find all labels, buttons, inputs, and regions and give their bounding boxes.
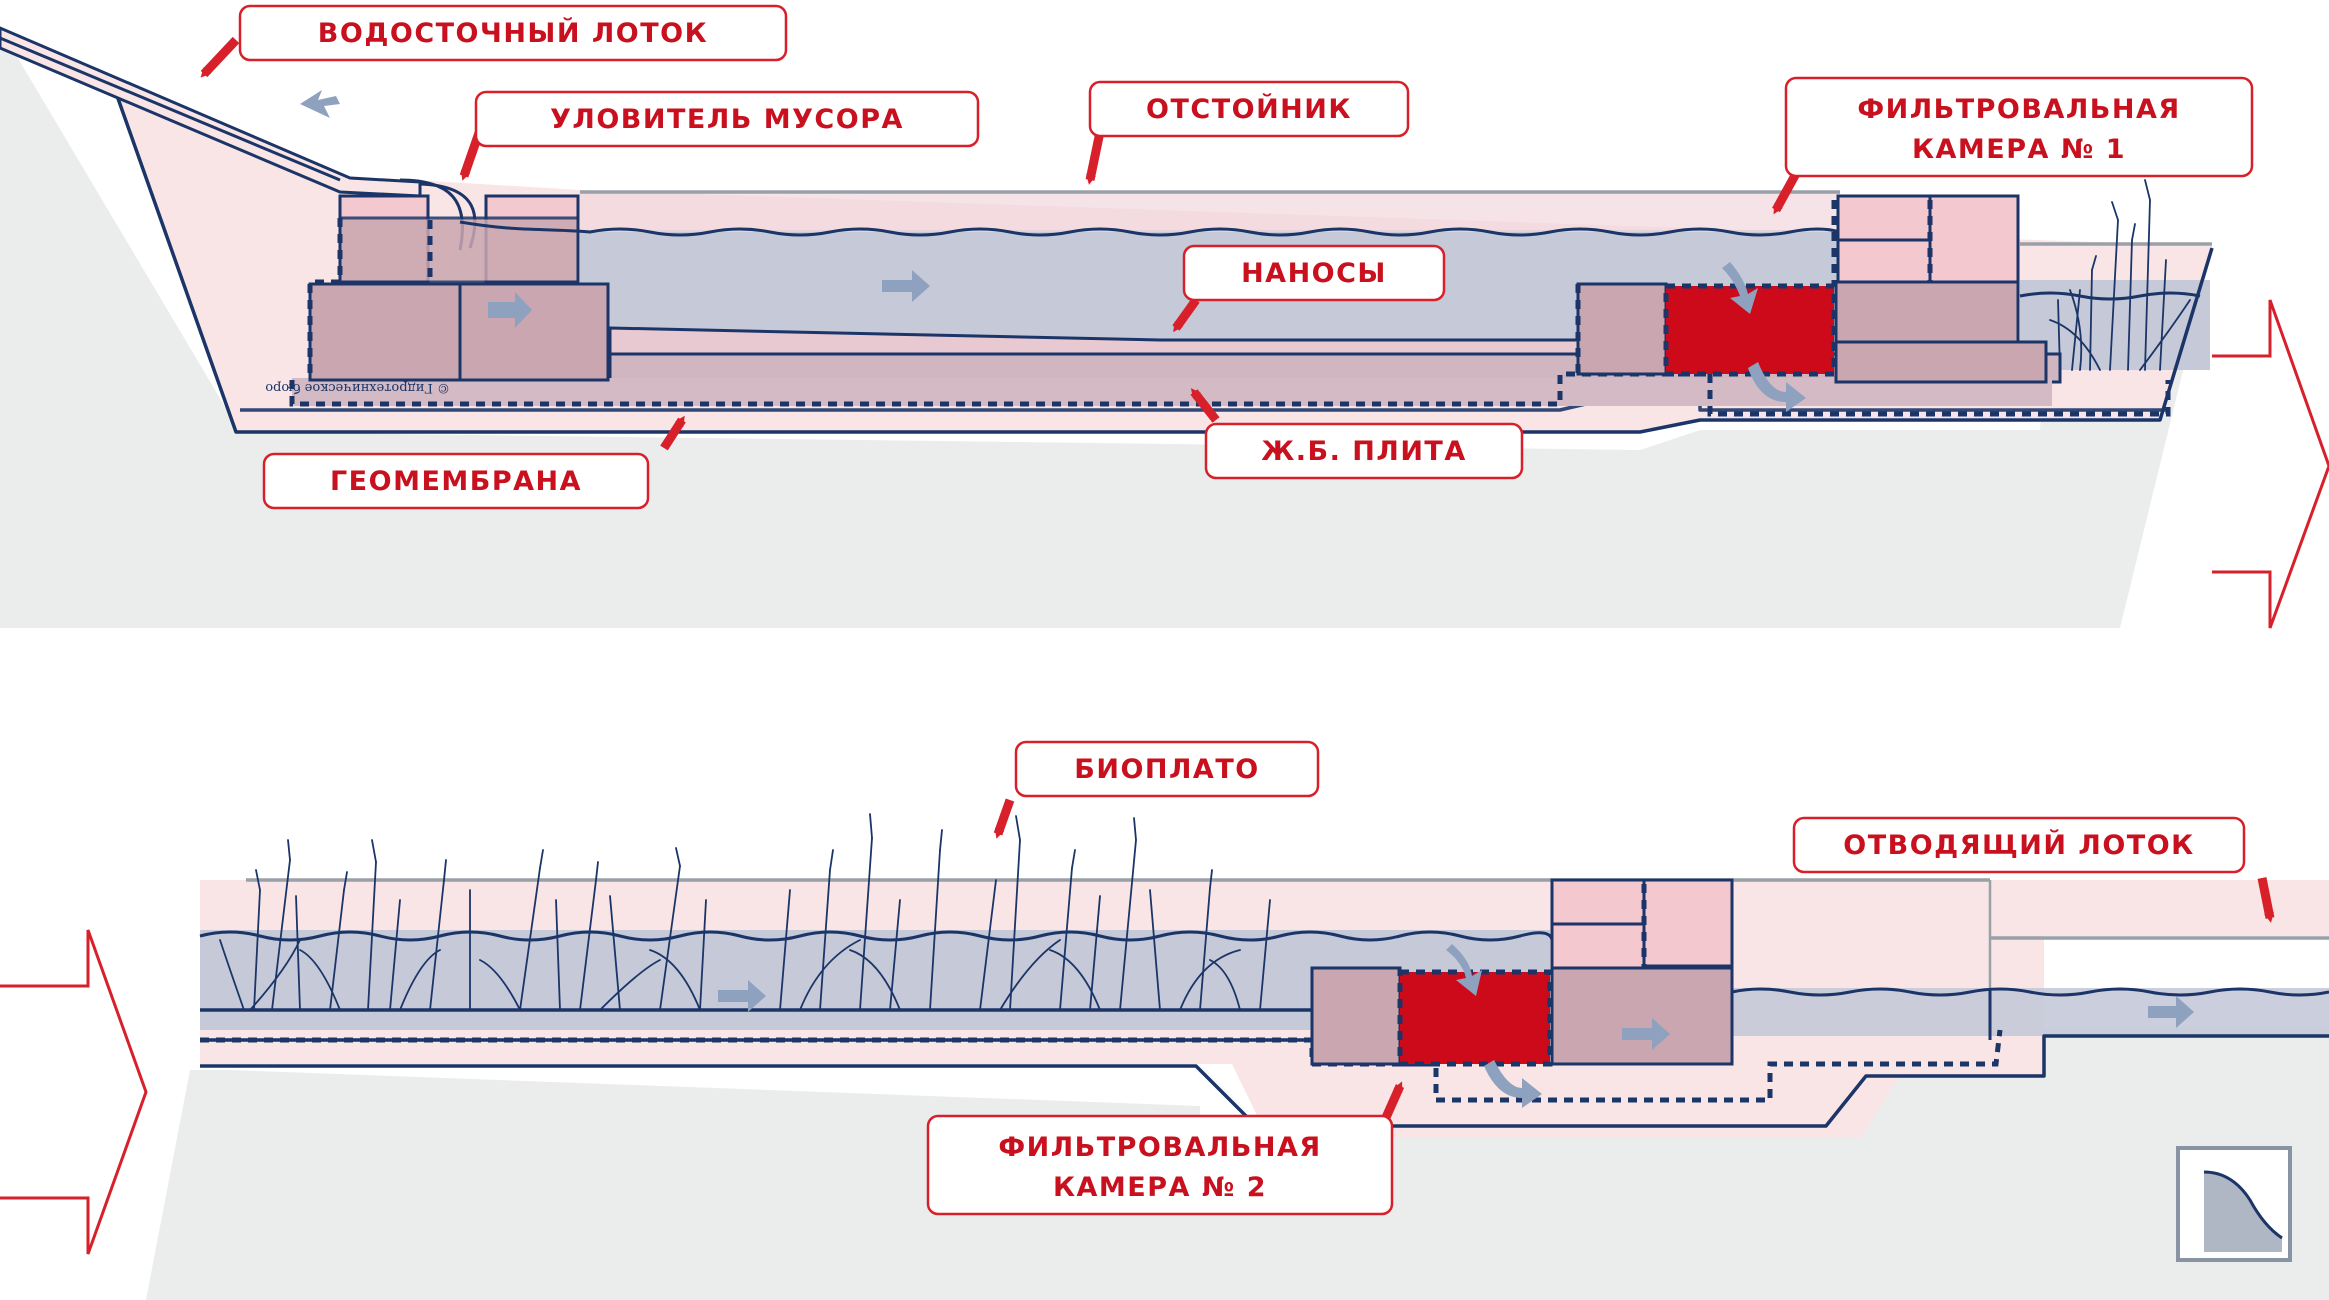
label-trash-catcher: УЛОВИТЕЛЬ МУСОРА [459, 90, 980, 181]
bottom-floor [200, 1008, 1312, 1042]
label-sediment: НАНОСЫ [1172, 244, 1446, 333]
flow-arrow-2 [882, 270, 930, 302]
bottom-outline [200, 1034, 2329, 1128]
wetland-waterline [2019, 291, 2201, 301]
label-filter-2-line1: ФИЛЬТРОВАЛЬНАЯ [998, 1132, 1321, 1163]
label-rc-slab: Ж.Б. ПЛИТА [1190, 388, 1524, 480]
top-continuation-arrow [2212, 299, 2329, 629]
trash-catcher-blocks: © Гидротехническое бюро [265, 194, 610, 395]
label-settler-text: ОТСТОЙНИК [1146, 93, 1352, 125]
filter-chamber-2 [1310, 878, 1734, 1067]
label-geomembrane-text: ГЕОМЕМБРАНА [330, 466, 582, 497]
label-filter-2-line2: КАМЕРА № 2 [1053, 1172, 1267, 1203]
flow-arrow-1 [300, 90, 340, 118]
outlet-waterline [1731, 987, 2329, 997]
label-filter-2: ФИЛЬТРОВАЛЬНАЯ КАМЕРА № 2 [926, 1081, 1405, 1216]
label-geomembrane: ГЕОМЕМБРАНА [262, 415, 686, 510]
label-gutter-text: ВОДОСТОЧНЫЙ ЛОТОК [318, 17, 708, 49]
label-filter-1-line1: ФИЛЬТРОВАЛЬНАЯ [1857, 94, 2180, 125]
label-rc-slab-text: Ж.Б. ПЛИТА [1261, 436, 1466, 467]
flow-arrow-filter2-in [1446, 944, 1482, 996]
bureau-logo-icon [2176, 1146, 2292, 1262]
label-settler: ОТСТОЙНИК [1085, 80, 1410, 185]
label-trash-catcher-text: УЛОВИТЕЛЬ МУСОРА [550, 104, 904, 135]
settler-upper [580, 192, 1840, 232]
bioplato-waterline [199, 930, 1554, 942]
flow-arrow-filter1-out [1748, 362, 1806, 412]
callout-labels: ВОДОСТОЧНЫЙ ЛОТОК УЛОВИТЕЛЬ МУСОРА ОТСТО… [200, 4, 2275, 1216]
label-filter-1: ФИЛЬТРОВАЛЬНАЯ КАМЕРА № 1 [1772, 76, 2254, 215]
top-wetland-reeds [2049, 179, 2191, 371]
watermark: © Гидротехническое бюро [265, 380, 450, 395]
label-bioplato: БИОПЛАТО [993, 740, 1320, 839]
bottom-section [0, 813, 2329, 1300]
label-bioplato-text: БИОПЛАТО [1074, 754, 1259, 785]
label-outlet-text: ОТВОДЯЩИЙ ЛОТОК [1843, 829, 2194, 861]
label-filter-1-line2: КАМЕРА № 1 [1912, 134, 2126, 165]
flow-arrow-bottom-1 [718, 980, 766, 1012]
flow-arrow-bottom-3 [2148, 996, 2194, 1028]
label-sediment-text: НАНОСЫ [1241, 258, 1387, 289]
bottom-continuation-arrow [0, 929, 148, 1255]
flow-arrow-filter1-in [1722, 262, 1758, 314]
label-outlet: ОТВОДЯЩИЙ ЛОТОК [1792, 816, 2275, 923]
label-gutter: ВОДОСТОЧНЫЙ ЛОТОК [200, 4, 788, 78]
filter-chamber-1 [1575, 194, 2048, 384]
flow-arrow-bottom-2 [1622, 1018, 1670, 1050]
settler-waterline [459, 220, 1841, 237]
bioplato-reeds [219, 813, 1271, 1011]
flow-arrow-filter2-out [1484, 1060, 1542, 1108]
flow-arrow-3 [488, 292, 532, 328]
